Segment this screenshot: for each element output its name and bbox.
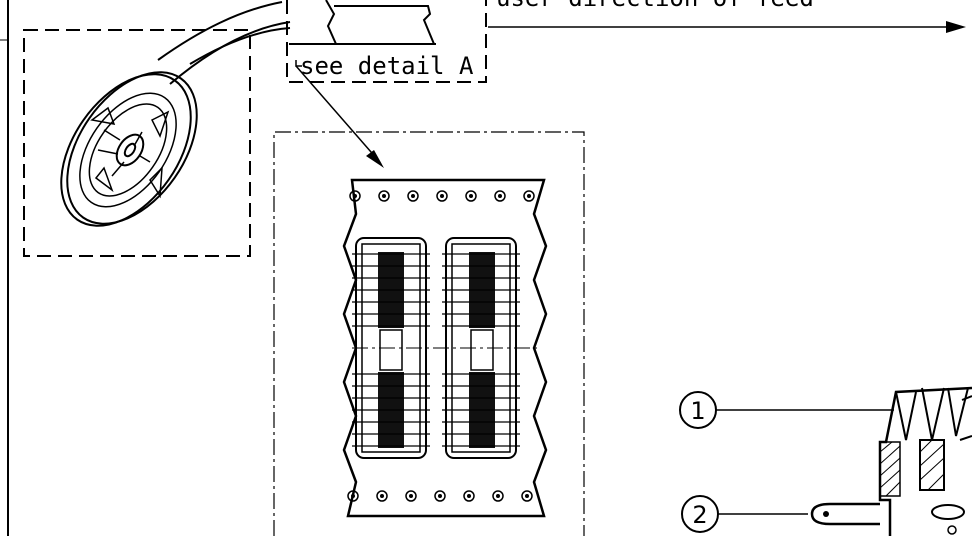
feed-direction-arrow: [488, 21, 966, 33]
feed-direction-label: user direction of feed: [496, 0, 814, 12]
tape-detail: [342, 178, 548, 518]
callout-1-number: 1: [690, 397, 705, 425]
callout-2-number: 2: [692, 501, 707, 529]
detail-a-frame: [286, 0, 487, 83]
detail-view-frame: [273, 131, 585, 536]
pocket-pin-lines: [352, 253, 520, 447]
reel-frame: [23, 29, 251, 257]
tape-strip: [157, 1, 291, 85]
sprocket-holes-top: [349, 190, 535, 202]
callout-1: 1: [679, 391, 894, 429]
reel-illustration: [60, 71, 198, 227]
detail-leader-arrow: [295, 65, 384, 168]
detail-ref-label: see detail A: [300, 52, 474, 80]
sprocket-holes-bottom: [347, 490, 533, 502]
component-section-view: [810, 386, 972, 536]
callout-2: 2: [681, 495, 808, 533]
